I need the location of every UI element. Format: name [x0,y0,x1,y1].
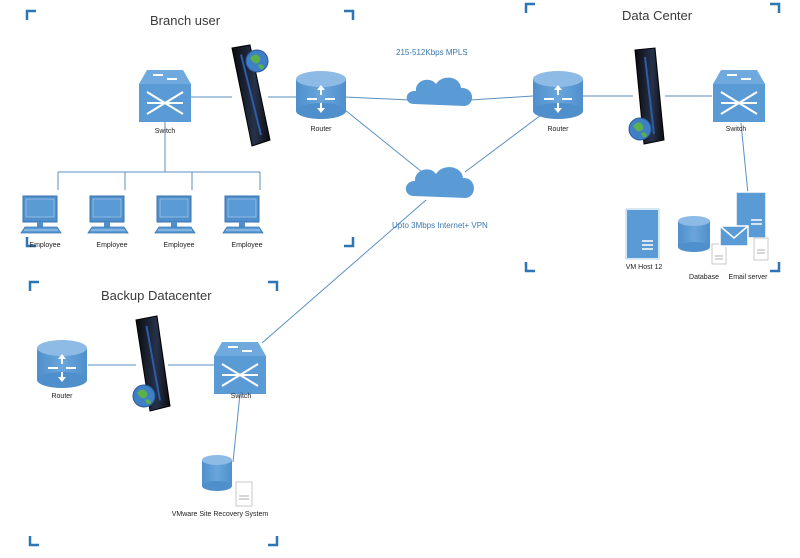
desktop-employee-2-icon [87,195,129,234]
server-branch-icon [231,44,271,147]
routers [37,71,583,388]
globe-icon [628,117,652,141]
cloud-mpls-icon [406,77,473,106]
email-server-icon [719,191,769,261]
link-label-mpls: 215-512Kbps MPLS [396,48,468,57]
link-router-vpn [344,109,423,173]
server-backup-icon [132,315,171,412]
clouds [405,77,474,198]
bracket-dc-br [770,262,781,273]
label-backup-router: Router [51,393,73,400]
router-datacenter-icon [533,71,583,119]
label-site-recovery: VMware Site Recovery System [171,511,269,518]
employee-desktops [20,195,264,234]
bracket-backup-tr [268,280,279,291]
bracket-backup-bl [28,536,39,547]
link-dcswitch-email [740,122,749,195]
router-branch-icon [296,71,346,119]
section-title-branch: Branch user [150,13,221,28]
label-backup-switch: Switch [230,393,252,400]
section-brackets [25,2,781,547]
label-vm-host: VM Host 12 [625,264,663,271]
link-vpn-backupswitch [261,199,427,344]
connection-lines [57,95,749,463]
server-datacenter-icon [628,47,665,145]
bracket-dc-tr [770,2,781,13]
router-backup-icon [37,340,87,388]
site-recovery-storage-icon [202,455,253,507]
bracket-dc-bl [524,262,535,273]
bracket-branch-tr [344,9,355,20]
label-employee-4: Employee [231,242,263,249]
section-title-backup: Backup Datacenter [101,288,212,303]
bracket-branch-bl [25,237,36,248]
cloud-vpn-icon [405,167,474,198]
link-router-mpls [344,96,411,101]
label-dc-switch: Switch [725,126,747,133]
link-label-vpn: Upto 3Mbps Internet+ VPN [392,221,488,230]
link-mpls-dcrouter [469,95,534,101]
globe-icon [245,49,269,73]
label-branch-router: Router [310,126,332,133]
label-employee-2: Employee [96,242,128,249]
label-employee-1: Employee [29,242,61,249]
switch-backup-icon [214,342,266,394]
switch-datacenter-icon [713,70,765,122]
globe-icon [132,384,156,408]
desktop-employee-4-icon [222,195,264,234]
bracket-dc-tl [524,2,535,13]
link-vpn-dcrouter [464,111,546,173]
link-backupswitch-srs [232,393,241,463]
bracket-backup-br [268,536,279,547]
label-database: Database [689,274,719,281]
label-branch-switch: Switch [154,128,176,135]
vm-host-icon [625,208,660,260]
rack-servers [132,44,665,412]
label-email-server: Email server [728,274,768,281]
switch-branch-icon [139,70,191,122]
bracket-branch-tl [25,9,36,20]
label-dc-router: Router [547,126,569,133]
desktop-employee-3-icon [154,195,196,234]
bracket-backup-tl [28,280,39,291]
section-title-datacenter: Data Center [622,8,693,23]
label-employee-3: Employee [163,242,195,249]
database-icon [678,216,727,265]
desktop-employee-1-icon [20,195,62,234]
bracket-branch-br [344,237,355,248]
switches [139,70,765,394]
